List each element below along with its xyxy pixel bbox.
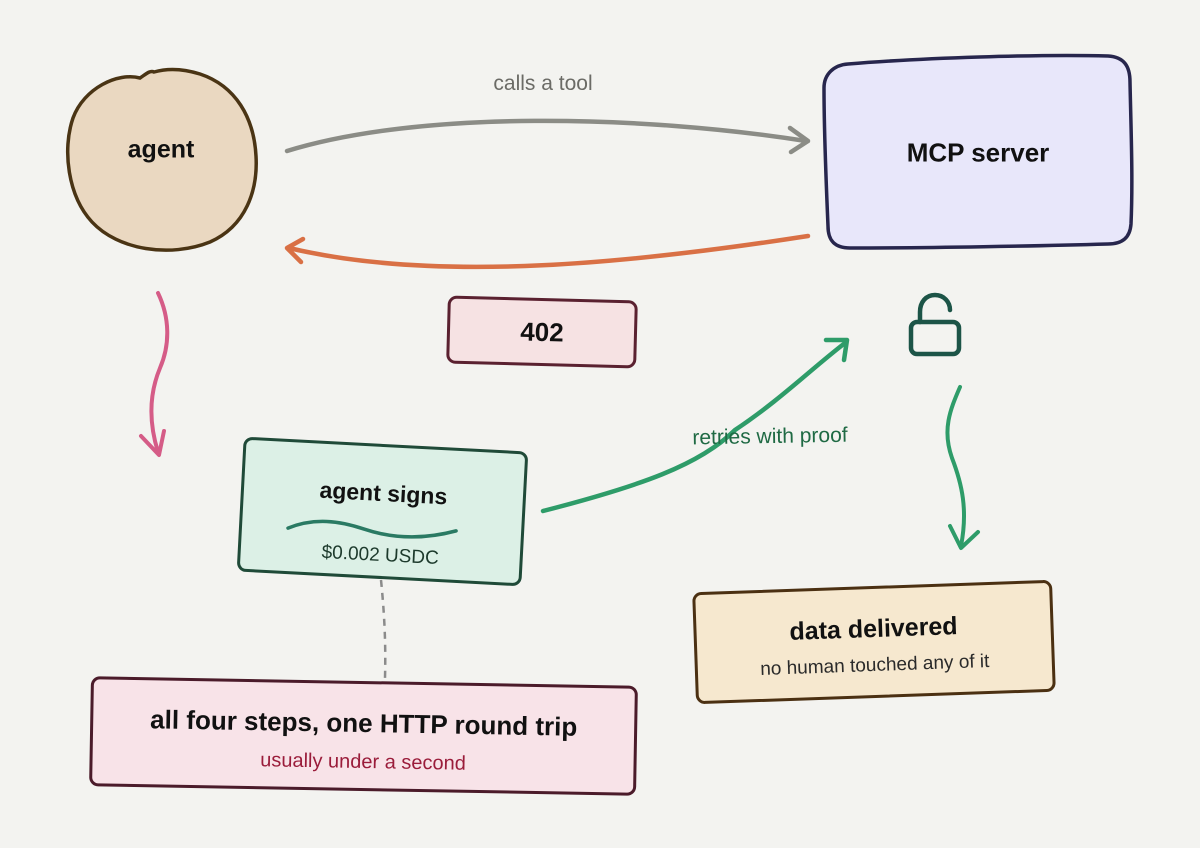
agent-to-sign-arrow xyxy=(149,291,170,454)
data-delivered-title: data delivered xyxy=(789,612,959,646)
round-trip-note-title: all four steps, one HTTP round trip xyxy=(149,704,578,742)
retries-arrowhead xyxy=(823,337,850,363)
retries-arrow xyxy=(540,340,848,514)
mcp-server-node-label: MCP server xyxy=(906,137,1050,168)
round-trip-note-subtitle: usually under a second xyxy=(260,749,467,775)
agent-signs-node: agent signs $0.002 USDC xyxy=(236,436,529,587)
note-connector-dashed xyxy=(379,579,387,679)
data-delivered-subtitle: no human touched any of it xyxy=(759,650,990,680)
status-402-label: 402 xyxy=(519,315,565,348)
status-402-node: 402 xyxy=(446,295,638,369)
unlock-icon xyxy=(908,292,962,357)
agent-to-sign-arrowhead xyxy=(139,429,166,457)
unlock-to-data-arrow xyxy=(945,385,967,548)
round-trip-note: all four steps, one HTTP round trip usua… xyxy=(89,676,638,796)
agent-signs-amount: $0.002 USDC xyxy=(321,541,440,569)
calls-tool-arrow xyxy=(284,118,809,154)
agent-signs-title: agent signs xyxy=(318,476,448,510)
retries-with-proof-label: retries with proof xyxy=(692,423,848,450)
agent-node-shape xyxy=(66,67,258,252)
data-delivered-node: data delivered no human touched any of i… xyxy=(692,579,1056,705)
calls-tool-label: calls a tool xyxy=(493,72,593,95)
response-402-arrow xyxy=(286,233,811,270)
calls-tool-arrowhead xyxy=(787,125,811,155)
response-402-arrowhead xyxy=(284,236,306,265)
signature-squiggle-icon xyxy=(286,519,458,539)
mcp-server-node-shape xyxy=(822,53,1134,250)
unlock-to-data-arrowhead xyxy=(948,524,980,550)
agent-node-label: agent xyxy=(127,135,195,164)
